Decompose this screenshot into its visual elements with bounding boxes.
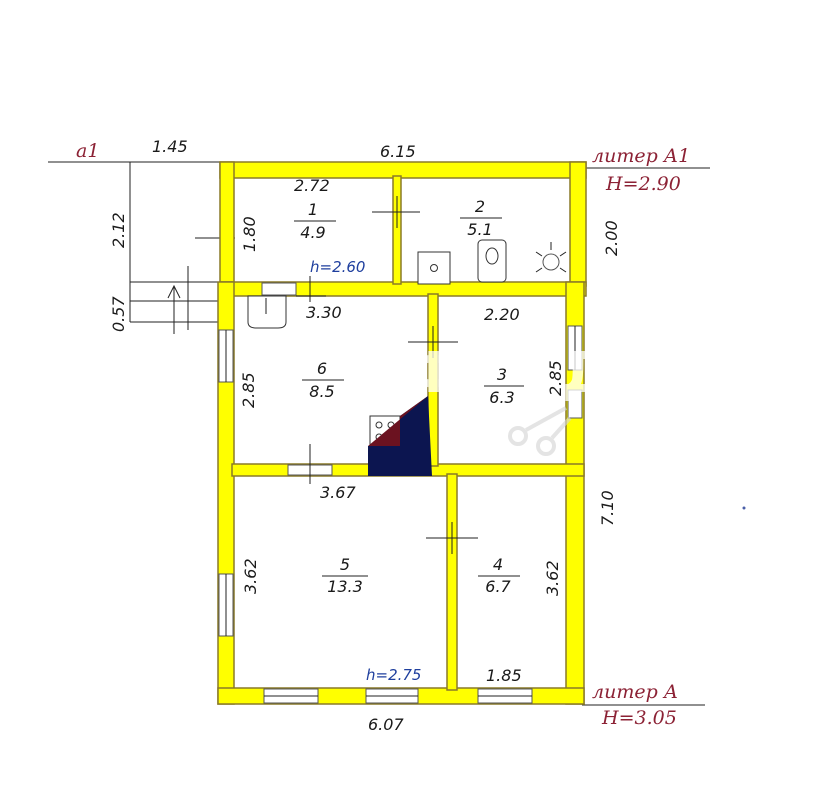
exterior-dimensions: 1.45 6.15 2.12 0.57 2.00 7.10 6.07 bbox=[109, 137, 621, 734]
wall-partition-6-3 bbox=[427, 293, 439, 467]
room-area: 6.3 bbox=[489, 388, 514, 407]
label-height-a1: H=2.90 bbox=[605, 173, 681, 195]
wall-left-a1 bbox=[219, 161, 235, 283]
dim-2-72: 2.72 bbox=[294, 176, 330, 195]
dim-6-07: 6.07 bbox=[368, 715, 404, 734]
room-number: 2 bbox=[475, 197, 485, 216]
dim-6-15: 6.15 bbox=[380, 142, 416, 161]
wall-partition-5-4 bbox=[446, 473, 458, 691]
label-height-a: H=3.05 bbox=[601, 707, 677, 729]
stove-icon bbox=[368, 396, 432, 476]
toilet-icon bbox=[477, 239, 507, 283]
reference-lines bbox=[48, 161, 710, 706]
washbasin-icon bbox=[247, 295, 287, 329]
dim-1-45: 1.45 bbox=[152, 137, 188, 156]
dim-2-12: 2.12 bbox=[109, 212, 128, 248]
room-number: 4 bbox=[493, 555, 503, 574]
room-area: 6.7 bbox=[485, 577, 511, 596]
room-3: 3 6.3 bbox=[484, 365, 524, 407]
watermark-text: ЖИЛФОНД bbox=[238, 341, 614, 406]
room-number: 5 bbox=[340, 555, 350, 574]
height-2-60: h=2.60 bbox=[310, 258, 365, 276]
room-5: 5 13.3 bbox=[322, 555, 368, 596]
opening-right-lower bbox=[567, 389, 583, 419]
dim-2-85-left: 2.85 bbox=[239, 372, 258, 408]
sink-icon bbox=[417, 251, 451, 285]
label-liter-a: литер А bbox=[592, 681, 678, 703]
dim-2-85-right: 2.85 bbox=[546, 360, 565, 396]
dim-3-67: 3.67 bbox=[320, 483, 356, 502]
literal-labels: a1 литер А1 H=2.90 литер А H=3.05 bbox=[76, 140, 690, 729]
dim-3-62-right: 3.62 bbox=[543, 560, 562, 596]
fixtures bbox=[247, 239, 572, 476]
room-6: 6 8.5 bbox=[302, 359, 344, 401]
room-number: 6 bbox=[317, 359, 327, 378]
dim-7-10: 7.10 bbox=[598, 490, 617, 526]
room-labels: 1 4.9 2 5.1 3 6.3 4 6.7 5 13.3 6 8.5 bbox=[294, 197, 524, 596]
room-number: 3 bbox=[497, 365, 507, 384]
dim-3-62-left: 3.62 bbox=[241, 558, 260, 594]
label-liter-a1: литер А1 bbox=[592, 145, 690, 167]
room-1: 1 4.9 bbox=[294, 200, 336, 242]
key-icon bbox=[508, 406, 572, 456]
room-2: 2 5.1 bbox=[460, 197, 502, 239]
room-number: 1 bbox=[308, 200, 318, 219]
wall-partition-1-2 bbox=[392, 175, 402, 285]
stray-dot bbox=[742, 506, 746, 510]
dim-2-20: 2.20 bbox=[484, 305, 520, 324]
opening-wall-between-1 bbox=[261, 282, 297, 296]
wall-right-a1 bbox=[569, 161, 587, 287]
ceiling-heights: h=2.60 h=2.75 bbox=[310, 258, 421, 684]
dim-3-30: 3.30 bbox=[306, 303, 342, 322]
dim-1-80: 1.80 bbox=[240, 216, 259, 252]
dim-2-00: 2.00 bbox=[602, 220, 621, 256]
room-area: 4.9 bbox=[300, 223, 325, 242]
room-area: 5.1 bbox=[467, 220, 492, 239]
interior-dimensions: 2.72 1.80 3.30 2.20 2.85 2.85 3.67 3.62 … bbox=[239, 176, 565, 685]
room-4: 4 6.7 bbox=[478, 555, 520, 596]
boiler-icon bbox=[535, 242, 567, 273]
dim-1-85: 1.85 bbox=[486, 666, 522, 685]
room-area: 13.3 bbox=[327, 577, 363, 596]
room-area: 8.5 bbox=[309, 382, 334, 401]
label-a1: a1 bbox=[76, 140, 99, 162]
wall-top-a1 bbox=[219, 161, 587, 179]
height-2-75: h=2.75 bbox=[366, 666, 421, 684]
openings bbox=[218, 282, 583, 704]
dim-0-57: 0.57 bbox=[109, 296, 128, 332]
door-marks bbox=[296, 196, 478, 554]
